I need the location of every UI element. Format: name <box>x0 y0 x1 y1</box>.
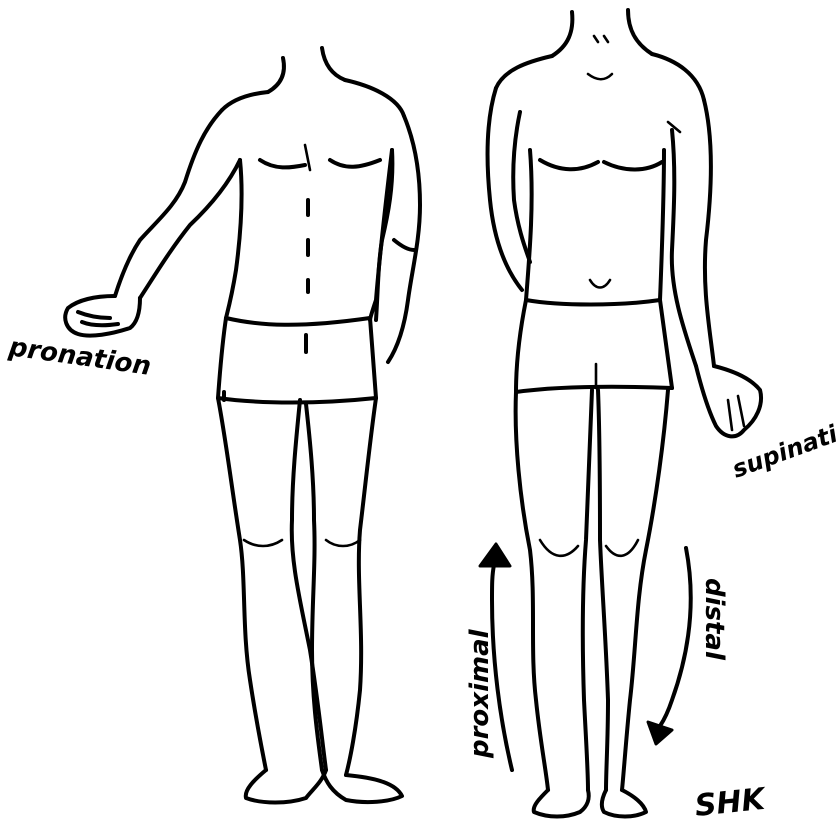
supination-label: supination <box>728 408 836 483</box>
distal-arrow <box>648 548 691 744</box>
left-figure <box>65 48 420 803</box>
proximal-label: proximal <box>465 628 495 759</box>
right-figure <box>488 10 762 817</box>
artist-signature: SHK <box>693 782 769 822</box>
pronation-label: pronation <box>6 332 153 382</box>
distal-label: distal <box>699 578 729 661</box>
